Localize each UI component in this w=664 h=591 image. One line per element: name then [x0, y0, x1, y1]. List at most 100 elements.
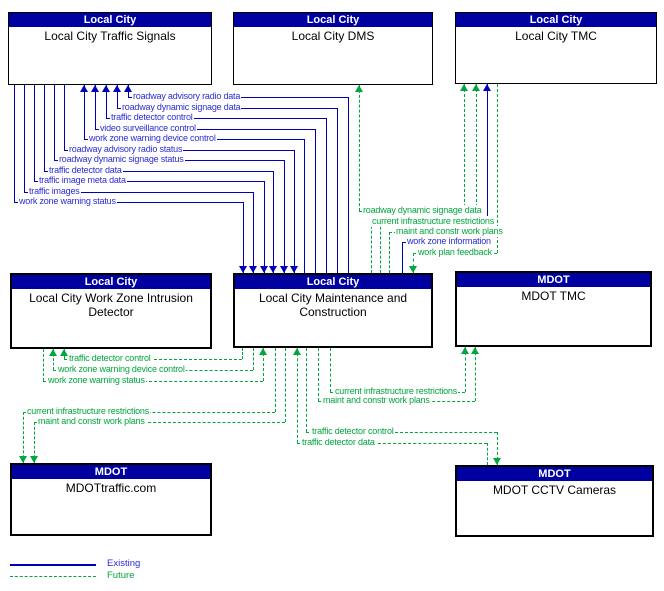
flow-arrowhead [102, 85, 110, 92]
flow-arrowhead [471, 347, 479, 354]
flow-label: work zone warning device control [88, 133, 217, 144]
node-local-city-tmc[interactable]: Local City Local City TMC [455, 12, 657, 84]
flow-line [402, 242, 403, 273]
node-local-city-dms[interactable]: Local City Local City DMS [233, 12, 433, 85]
flow-line [117, 85, 118, 108]
flow-arrowhead [239, 266, 247, 273]
flow-line [337, 108, 338, 273]
flow-line [14, 202, 243, 203]
flow-line [84, 85, 85, 139]
flow-label: roadway dynamic signage data [121, 102, 242, 113]
flow-label: roadway advisory radio status [68, 144, 184, 155]
flow-line [95, 85, 96, 129]
flow-label: traffic detector data [301, 437, 376, 448]
flow-line [64, 85, 65, 150]
flow-arrowhead [355, 85, 363, 92]
node-work-zone-intrusion-detector[interactable]: Local City Local City Work Zone Intrusio… [10, 273, 212, 349]
node-title: MDOTtraffic.com [65, 481, 157, 495]
flow-line [304, 139, 305, 273]
flow-line [306, 432, 497, 433]
flow-arrowhead [249, 266, 257, 273]
flow-line [23, 412, 24, 463]
flow-arrowhead [80, 85, 88, 92]
node-mdot-cctv-cameras[interactable]: MDOT MDOT CCTV Cameras [455, 465, 654, 537]
flow-label: traffic detector data [48, 165, 123, 176]
flow-line [380, 222, 381, 273]
flow-label: current infrastructure restrictions [371, 216, 496, 227]
flow-arrowhead [19, 456, 27, 463]
flow-arrowhead [91, 85, 99, 92]
flow-line [475, 347, 476, 401]
flow-label: traffic images [28, 186, 81, 197]
node-org-banner: MDOT [457, 273, 650, 287]
flow-line [359, 85, 360, 211]
flow-arrowhead [472, 84, 480, 91]
flow-arrowhead [409, 266, 417, 273]
node-org-banner: Local City [12, 275, 210, 289]
flow-line [106, 118, 326, 119]
flow-line [285, 348, 286, 422]
flow-label: traffic detector control [311, 426, 395, 437]
node-org-banner: Local City [235, 275, 431, 289]
flow-label: current infrastructure restrictions [26, 406, 151, 417]
flow-line [106, 85, 107, 118]
flow-line [315, 129, 316, 273]
node-mdot-tmc[interactable]: MDOT MDOT TMC [455, 271, 652, 347]
flow-label: work zone warning device control [57, 364, 186, 375]
flow-line [34, 181, 264, 182]
flow-line [34, 85, 35, 181]
flow-line [294, 150, 295, 273]
flow-line [34, 422, 35, 463]
node-org-banner: Local City [456, 13, 656, 27]
flow-line [43, 349, 44, 381]
flow-line [413, 253, 414, 273]
node-title: Local City DMS [291, 29, 375, 43]
flow-arrowhead [293, 348, 301, 355]
node-title: Local City Traffic Signals [44, 29, 176, 43]
legend-existing-label: Existing [107, 558, 141, 569]
flow-line [253, 192, 254, 273]
flow-line [243, 202, 244, 273]
flow-arrowhead [280, 266, 288, 273]
flow-line [43, 381, 263, 382]
node-org-banner: Local City [234, 13, 432, 27]
flow-line [497, 432, 498, 465]
flow-line [44, 85, 45, 171]
node-org-banner: MDOT [12, 465, 210, 479]
node-maintenance-and-construction[interactable]: Local City Local City Maintenance and Co… [233, 273, 433, 348]
flow-arrowhead [113, 85, 121, 92]
flow-line [275, 348, 276, 412]
node-title: Local City TMC [515, 29, 597, 43]
flow-label: roadway dynamic signage status [58, 154, 185, 165]
flow-line [487, 443, 488, 465]
legend-future-line [10, 576, 96, 577]
flow-arrowhead [49, 349, 57, 356]
node-local-city-traffic-signals[interactable]: Local City Local City Traffic Signals [8, 12, 212, 85]
flow-arrowhead [290, 266, 298, 273]
flow-label: maint and constr work plans [395, 226, 504, 237]
flow-arrowhead [493, 458, 501, 465]
node-title: MDOT TMC [521, 289, 586, 303]
flow-line [297, 443, 487, 444]
node-title: Local City Maintenance and Construction [258, 291, 408, 319]
node-mdottraffic-com[interactable]: MDOT MDOTtraffic.com [10, 463, 212, 536]
node-org-banner: MDOT [457, 467, 652, 481]
flow-line [389, 232, 390, 273]
flow-line [497, 84, 498, 253]
flow-line [24, 85, 25, 192]
flow-line [326, 118, 327, 273]
flow-line [464, 84, 465, 222]
flow-arrowhead [460, 84, 468, 91]
flow-line [476, 84, 477, 232]
flow-arrowhead [461, 347, 469, 354]
flow-label: traffic detector control [110, 112, 194, 123]
flow-arrowhead [259, 348, 267, 355]
node-org-banner: Local City [9, 13, 211, 27]
flow-line [371, 211, 372, 273]
flow-line [14, 85, 15, 202]
flow-arrowhead [260, 266, 268, 273]
flow-line [253, 348, 254, 370]
flow-label: roadway advisory radio data [132, 91, 242, 102]
flow-label: traffic image meta data [38, 175, 127, 186]
